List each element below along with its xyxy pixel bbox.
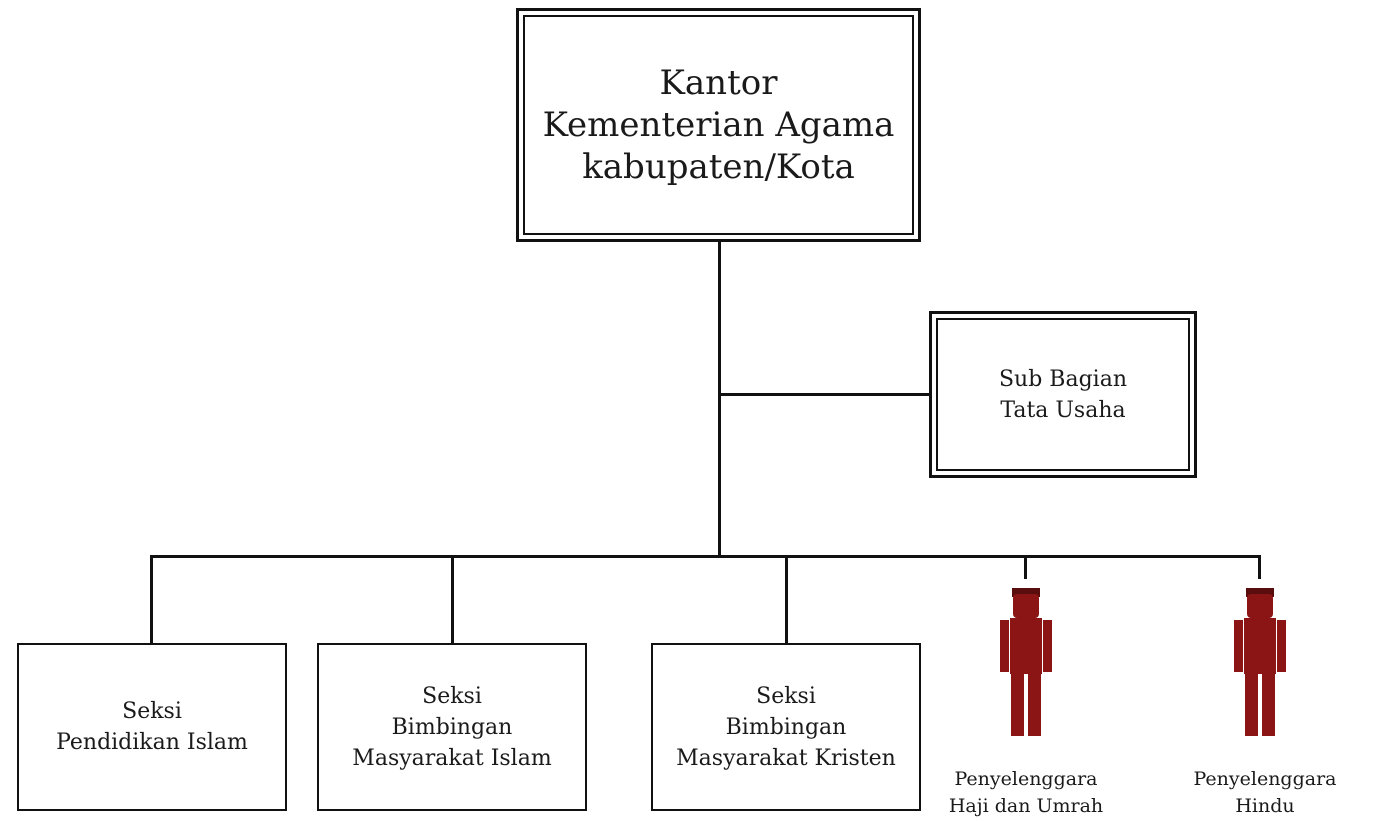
- section-2-line-3: Masyarakat Islam: [352, 745, 552, 771]
- person-label-haji: Penyelenggara Haji dan Umrah: [931, 766, 1121, 820]
- connector-head-trunk: [718, 240, 721, 558]
- connector-section-1: [150, 555, 153, 643]
- section-1-line-1: Seksi: [122, 699, 182, 724]
- connector-section-3: [785, 555, 788, 643]
- staff-office-line-1: Sub Bagian: [998, 366, 1127, 392]
- section-box-pendidikan-islam: Seksi Pendidikan Islam: [17, 643, 287, 811]
- section-box-bimbingan-islam: Seksi Bimbingan Masyarakat Islam: [317, 643, 587, 811]
- staff-office-box: Sub Bagian Tata Usaha: [929, 311, 1197, 478]
- connector-bus: [150, 555, 1261, 558]
- section-1-line-2: Pendidikan Islam: [56, 730, 248, 755]
- person-1-line-1: Penyelenggara: [954, 768, 1098, 790]
- head-office-box: Kantor Kementerian Agama kabupaten/Kota: [516, 8, 921, 242]
- head-office-line-2: Kementerian Agama: [542, 105, 895, 145]
- section-box-bimbingan-kristen: Seksi Bimbingan Masyarakat Kristen: [651, 643, 921, 811]
- person-2-line-2: Hindu: [1235, 795, 1295, 817]
- section-2-line-1: Seksi: [422, 683, 482, 709]
- person-2-line-1: Penyelenggara: [1193, 768, 1337, 790]
- section-3-line-2: Bimbingan: [725, 714, 847, 740]
- person-1-line-2: Haji dan Umrah: [948, 795, 1104, 817]
- staff-office-line-2: Tata Usaha: [1000, 397, 1126, 423]
- section-3-line-1: Seksi: [756, 683, 816, 709]
- connector-staff: [718, 393, 931, 396]
- connector-person-2: [1258, 555, 1261, 579]
- section-3-line-3: Masyarakat Kristen: [676, 745, 896, 771]
- person-icon: [1234, 588, 1286, 736]
- person-label-hindu: Penyelenggara Hindu: [1170, 766, 1360, 820]
- person-icon: [1000, 588, 1052, 736]
- connector-person-1: [1024, 555, 1027, 579]
- section-2-line-2: Bimbingan: [391, 714, 513, 740]
- head-office-line-1: Kantor: [659, 63, 778, 103]
- connector-section-2: [451, 555, 454, 643]
- head-office-line-3: kabupaten/Kota: [582, 147, 855, 187]
